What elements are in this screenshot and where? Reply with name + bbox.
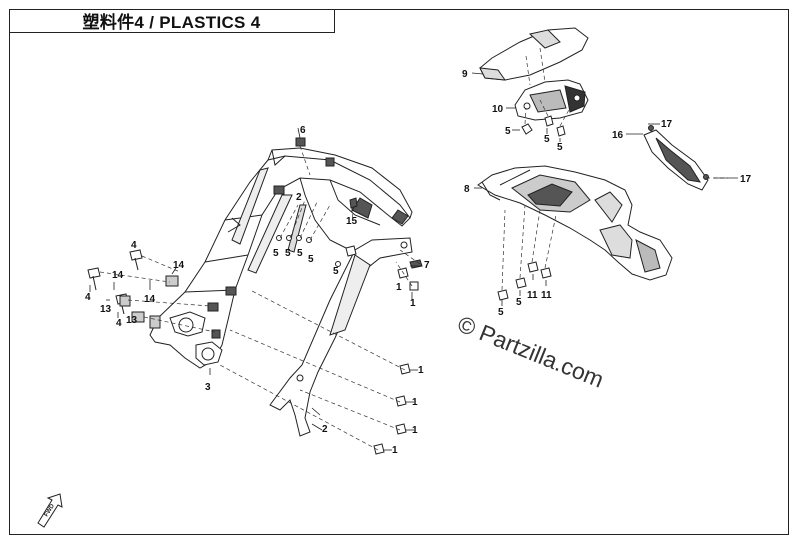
callout-1d: 1 <box>412 397 418 408</box>
callout-1a: 1 <box>396 282 402 293</box>
callout-7: 7 <box>424 260 430 271</box>
part-3-rear-frame <box>149 147 413 369</box>
callout-8: 8 <box>464 184 470 195</box>
callout-5h: 5 <box>557 142 563 153</box>
callout-13a: 13 <box>100 304 112 315</box>
callout-lines-left <box>89 127 422 451</box>
callout-4b: 4 <box>131 240 137 251</box>
callout-14c: 14 <box>144 294 156 305</box>
fasteners-left <box>87 137 423 455</box>
callout-5e: 5 <box>333 266 339 277</box>
callout-1b: 1 <box>410 298 416 309</box>
callout-17b: 17 <box>740 174 752 185</box>
callout-3: 3 <box>205 382 211 393</box>
callout-15: 15 <box>346 216 358 227</box>
callout-11a: 11 <box>527 290 538 301</box>
callout-4c: 4 <box>116 318 122 329</box>
watermark: © Partzilla.com <box>454 311 607 393</box>
part-9-cover <box>479 27 589 81</box>
callout-1c: 1 <box>418 365 424 376</box>
callout-5c: 5 <box>297 248 303 259</box>
callout-5j: 5 <box>516 297 522 308</box>
callout-16: 16 <box>612 130 624 141</box>
fasteners-right <box>497 115 566 301</box>
callout-14a: 14 <box>112 270 124 281</box>
callout-numbers: 4 4 4 14 14 14 13 13 3 6 2 2 15 5 5 5 5 … <box>85 69 752 456</box>
callout-5i: 5 <box>498 307 504 318</box>
callout-4a: 4 <box>85 292 91 303</box>
callout-lines-right <box>471 72 738 306</box>
callout-1f: 1 <box>392 445 398 456</box>
part-10-bracket <box>514 79 589 121</box>
callout-11b: 11 <box>541 290 552 301</box>
leader-lines-left <box>99 145 421 451</box>
diagram-frame <box>9 9 789 535</box>
title-box: 塑料件4 / PLASTICS 4 <box>9 9 335 33</box>
callout-14b: 14 <box>173 260 185 271</box>
callout-17a: 17 <box>661 119 673 130</box>
callout-6: 6 <box>300 125 306 136</box>
callout-5b: 5 <box>285 248 291 259</box>
part-2-bracket <box>269 204 413 437</box>
callout-5g: 5 <box>544 134 550 145</box>
callout-10: 10 <box>492 104 504 115</box>
callout-5d: 5 <box>308 254 314 265</box>
callout-13b: 13 <box>126 315 138 326</box>
callout-2a: 2 <box>296 192 302 203</box>
callout-5f: 5 <box>505 126 511 137</box>
part-16-side-cover <box>643 125 709 191</box>
part-8-rear-fender <box>477 165 673 281</box>
fwd-arrow-icon: FWD <box>37 493 63 528</box>
callout-9: 9 <box>462 69 468 80</box>
diagram-title: 塑料件4 / PLASTICS 4 <box>82 13 261 32</box>
callout-2b: 2 <box>322 424 328 435</box>
callout-5a: 5 <box>273 248 279 259</box>
callout-1e: 1 <box>412 425 418 436</box>
